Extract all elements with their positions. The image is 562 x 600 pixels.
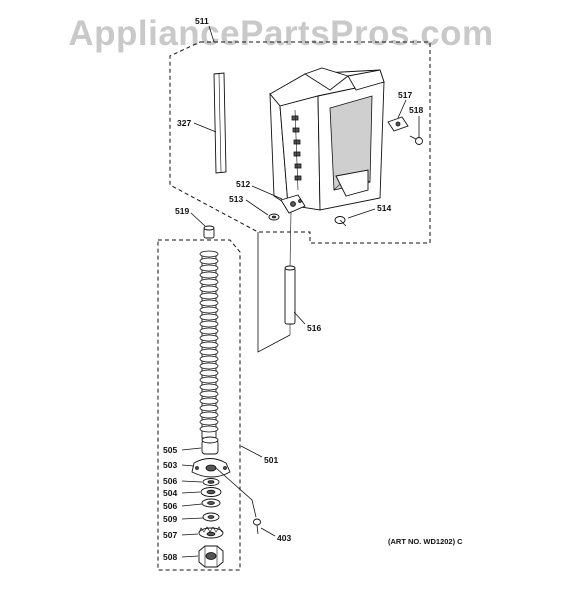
screw-518: [409, 135, 423, 145]
screw-403-guide: [215, 467, 257, 518]
auger-coil: [199, 362, 219, 370]
screw-403: [253, 518, 261, 535]
nut-508: [198, 545, 224, 568]
auger-coil: [199, 411, 219, 419]
label-501: 501: [264, 455, 278, 465]
washer-506-bottom: [201, 498, 221, 508]
label-519: 519: [175, 206, 189, 216]
watermark-logo: AppliancePartsPros.com: [68, 14, 494, 53]
bracket-517: [387, 116, 409, 132]
hinge-strip: [291, 109, 302, 191]
auger-coil: [199, 390, 219, 398]
shaft-516: [284, 211, 296, 335]
auger-coil: [199, 404, 219, 412]
auger-coil: [199, 320, 219, 328]
label-518: 518: [409, 105, 423, 115]
auger-coil: [199, 327, 219, 335]
coupling-505: [201, 436, 219, 455]
cap-519: [203, 225, 215, 239]
auger-coil: [199, 425, 219, 433]
label-511: 511: [195, 16, 209, 26]
auger-coil: [199, 285, 219, 293]
leader-lines: [181, 25, 420, 558]
label-513: 513: [229, 194, 243, 204]
label-517: 517: [398, 90, 412, 100]
auger-coil: [199, 348, 219, 356]
washer-513: [268, 213, 280, 221]
auger-coil: [199, 250, 219, 258]
label-516: 516: [307, 323, 321, 333]
plate-503: [191, 458, 231, 478]
label-504: 504: [163, 488, 177, 498]
auger-coil: [199, 376, 219, 384]
label-506-top: 506: [163, 476, 177, 486]
label-514: 514: [377, 203, 391, 213]
screw-514: [334, 216, 347, 227]
auger-coil: [199, 313, 219, 321]
auger-coil: [199, 334, 219, 342]
label-508: 508: [163, 552, 177, 562]
auger-coil: [199, 355, 219, 363]
auger-coil: [199, 299, 219, 307]
label-403: 403: [277, 533, 291, 543]
auger-coil: [199, 341, 219, 349]
gasket-327: [213, 72, 227, 174]
auger-coil: [199, 383, 219, 391]
sprocket-507: [198, 526, 224, 539]
assembly-501-boundary: [157, 239, 241, 571]
label-327: 327: [177, 118, 191, 128]
auger-coil: [199, 278, 219, 286]
auger-coil: [199, 369, 219, 377]
label-503: 503: [163, 460, 177, 470]
auger-coil: [199, 306, 219, 314]
washer-509: [202, 512, 220, 522]
auger-coil: [199, 418, 219, 426]
label-506-bottom: 506: [163, 501, 177, 511]
label-507: 507: [163, 530, 177, 540]
shaft-516-frame: [257, 232, 291, 353]
label-512: 512: [236, 179, 250, 189]
auger-coil: [199, 271, 219, 279]
bracket-512: [280, 194, 306, 214]
assembly-511-boundary: [169, 41, 431, 244]
auger-coil: [199, 292, 219, 300]
auger-coil: [199, 257, 219, 265]
washer-506-top: [202, 478, 220, 486]
art-number: (ART NO. WD1202) C: [388, 537, 463, 546]
housing-shroud: [269, 67, 385, 211]
washer-504: [200, 487, 222, 497]
auger-coils: [199, 250, 219, 433]
label-509: 509: [163, 514, 177, 524]
auger-coil: [199, 397, 219, 405]
auger-coil: [199, 264, 219, 272]
label-505: 505: [163, 445, 177, 455]
